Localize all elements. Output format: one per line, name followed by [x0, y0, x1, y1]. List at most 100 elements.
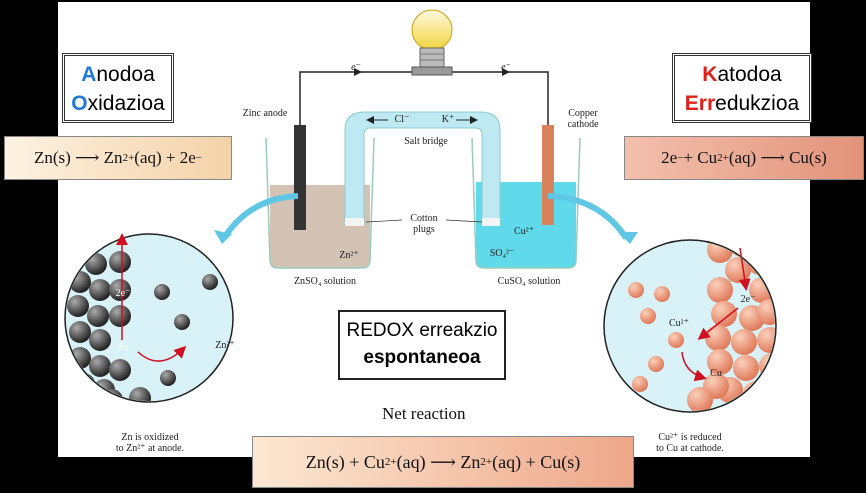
- anode-title-box: Anodoa Oxidazioa: [62, 53, 174, 123]
- anode-eq-charge: 2+: [122, 152, 135, 164]
- copper-ion: [668, 332, 684, 348]
- cathode-word-rest: atodoa: [717, 63, 782, 86]
- copper-atom: [759, 353, 775, 379]
- cathode-eq-right: Cu(s): [789, 148, 827, 167]
- copper-atom: [707, 277, 733, 303]
- anode-eq-right: Zn: [103, 148, 123, 167]
- cathode-cap-letter: K: [702, 63, 718, 86]
- copper-cathode-label: Copper cathode: [567, 108, 599, 130]
- cathode-eq-cu: + Cu: [683, 148, 718, 167]
- copper-ion: [628, 282, 644, 298]
- zoom-arrow-left: [221, 193, 299, 240]
- anode-zoom-circle: [64, 233, 234, 403]
- zinc-atom: [109, 279, 131, 301]
- left-circle-zn-label: Zn: [117, 342, 129, 353]
- anode-eq-left: Zn(s): [33, 148, 71, 167]
- left-circle-2e-label: 2e⁻: [115, 288, 131, 299]
- zoom-arrow-right: [547, 193, 629, 240]
- zinc-atom: [87, 305, 109, 327]
- zinc-ion: [202, 274, 218, 290]
- copper-ion: [640, 308, 656, 324]
- anode-word-rest: nodoa: [96, 63, 155, 86]
- anode-caption: Zn is oxidized to Zn²⁺ at anode.: [90, 432, 210, 454]
- copper-atom: [707, 349, 733, 375]
- zinc-ion: [154, 284, 170, 300]
- cathode-zoom-circle: [603, 239, 777, 413]
- cathode-caption-line1: Cu²⁺ is reduced: [658, 432, 722, 443]
- zinc-atom: [109, 251, 131, 273]
- copper-ion: [632, 376, 648, 392]
- redox-line2: espontaneoa: [363, 347, 481, 368]
- anode-eq-minus: −: [195, 152, 203, 164]
- zinc-ion: [160, 370, 176, 386]
- wire: [299, 71, 549, 125]
- k-label: K⁺: [441, 114, 455, 125]
- zinc-atom: [85, 253, 107, 275]
- zinc-electrode: [294, 125, 306, 230]
- copper-ion: [654, 286, 670, 302]
- copper-atom: [729, 241, 755, 257]
- zinc-atom: [109, 305, 131, 327]
- zinc-atom: [89, 279, 111, 301]
- right-circle-cu2-label: Cu²⁺: [669, 318, 689, 329]
- cathode-caption-line2: to Cu at cathode.: [656, 443, 724, 454]
- reduction-word-rest: edukzioa: [715, 92, 800, 115]
- cathode-caption: Cu²⁺ is reduced to Cu at cathode.: [630, 432, 750, 454]
- zinc-atom: [89, 355, 111, 377]
- anode-caption-line2: to Zn²⁺ at anode.: [115, 443, 185, 454]
- cu-ion-label: Cu²⁺: [514, 226, 534, 237]
- cl-label: Cl⁻: [394, 114, 410, 125]
- zinc-ion: [174, 314, 190, 330]
- electron-label-left: e⁻: [351, 62, 361, 73]
- copper-atom: [743, 381, 769, 407]
- net-eq-product-zn: Zn: [460, 451, 481, 472]
- zinc-atom: [129, 387, 151, 401]
- reduction-cap-letters: Err: [684, 92, 716, 115]
- copper-ion: [648, 356, 664, 372]
- net-eq-charge2: 2+: [480, 456, 493, 468]
- cathode-eq-state: (aq): [728, 148, 757, 167]
- electron-label-right: e⁻: [501, 62, 511, 73]
- cathode-eq-charge: 2+: [717, 152, 729, 164]
- salt-bridge-label: Salt bridge: [404, 136, 448, 147]
- copper-atom: [733, 355, 759, 381]
- copper-atom: [731, 329, 757, 355]
- redox-line1: REDOX erreakzio: [346, 320, 498, 341]
- so4-label: SO₄²⁻: [489, 248, 515, 259]
- znso4-label: ZnSO₄ solution: [293, 276, 357, 287]
- zinc-atom: [109, 359, 131, 381]
- cathode-eq-minus: −: [677, 152, 684, 164]
- cuso4-label: CuSO₄ solution: [497, 276, 561, 287]
- zn-ion-label: Zn²⁺: [339, 250, 359, 261]
- light-bulb-icon: [411, 9, 453, 76]
- cotton-plugs-label: Cotton plugs: [410, 213, 438, 235]
- cathode-eq-electrons: 2e: [661, 148, 678, 167]
- copper-atom: [757, 327, 775, 353]
- zinc-anode-label: Zinc anode: [242, 108, 288, 119]
- zinc-atom: [89, 329, 111, 351]
- copper-atom: [705, 325, 731, 351]
- copper-electrode: [542, 125, 554, 225]
- cathode-title-box: Katodoa Erredukzioa: [672, 53, 812, 123]
- net-reaction-title: Net reaction: [382, 404, 466, 423]
- zinc-atom: [69, 321, 91, 343]
- net-eq-reactants: Zn(s) + Cu: [305, 451, 385, 472]
- left-circle-zn2-label: Zn²⁺: [215, 340, 235, 351]
- anode-eq-state: (aq) + 2e: [134, 148, 196, 167]
- copper-atom: [711, 301, 737, 327]
- copper-atom: [687, 387, 713, 411]
- copper-atom: [757, 299, 775, 325]
- net-eq-charge1: 2+: [384, 456, 397, 468]
- net-eq-products-rest: (aq) + Cu(s): [492, 451, 581, 472]
- oxidation-word-rest: xidazioa: [87, 92, 165, 115]
- zinc-atom: [73, 373, 95, 395]
- right-circle-cu-label: Cu: [710, 368, 722, 379]
- oxidation-cap-letter: O: [71, 92, 88, 115]
- zinc-atom: [67, 295, 89, 317]
- anode-cap-letter: A: [81, 63, 97, 86]
